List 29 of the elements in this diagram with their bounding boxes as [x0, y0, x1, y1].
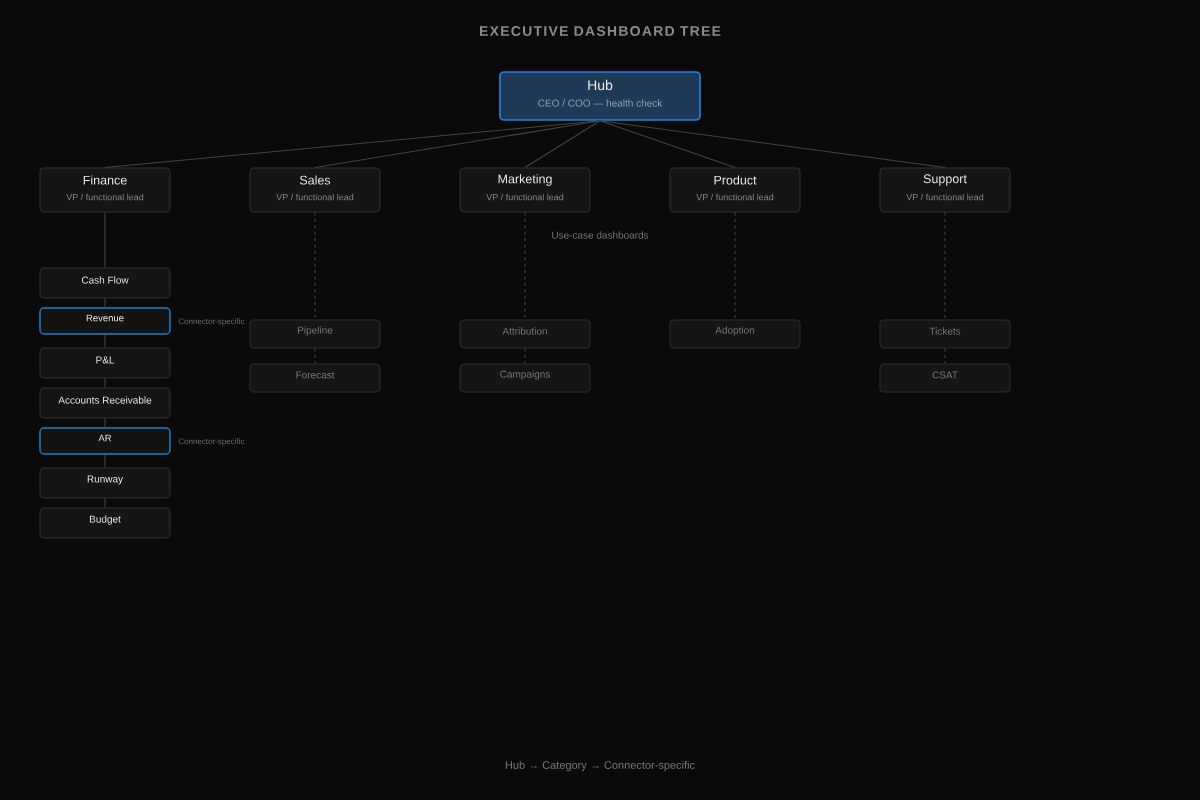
note-text: Connector-specific: [178, 438, 245, 446]
connector-line: [314, 120, 601, 169]
category-box: Marketing VP / functional lead: [459, 167, 591, 213]
dashboard-box: Cash Flow: [39, 267, 171, 299]
section-label: Use-case dashboards: [552, 231, 649, 239]
dashboard-box: Pipeline: [249, 319, 381, 349]
caption: Hub → Category → Connector-specific: [505, 760, 695, 772]
note-text: Connector-specific: [178, 318, 245, 326]
title: EXECUTIVE DASHBOARD TREE: [480, 26, 721, 36]
dashboard-box: Adoption: [669, 319, 801, 349]
connector-line: [524, 120, 601, 169]
connector-box: Revenue: [39, 307, 171, 335]
category-box: Sales VP / functional lead: [249, 167, 381, 213]
dashboard-box: P&L: [39, 347, 171, 379]
dashboard-box: Tickets: [879, 319, 1011, 349]
category-box: Finance VP / functional lead: [39, 167, 171, 213]
dashboard-box: Budget: [39, 507, 171, 539]
dashboard-box: Campaigns: [459, 363, 591, 393]
dashboard-box: Attribution: [459, 319, 591, 349]
category-box: Product VP / functional lead: [669, 167, 801, 213]
connector-line: [599, 120, 946, 169]
hub-box: Hub CEO / COO — health check: [499, 71, 701, 121]
category-box: Support VP / functional lead: [879, 167, 1011, 213]
dashboard-box: Forecast: [249, 363, 381, 393]
connector-box: AR: [39, 427, 171, 455]
dashboard-box: Runway: [39, 467, 171, 499]
dashboard-box: CSAT: [879, 363, 1011, 393]
dashboard-box: Accounts Receivable: [39, 387, 171, 419]
connector-line: [104, 120, 601, 169]
